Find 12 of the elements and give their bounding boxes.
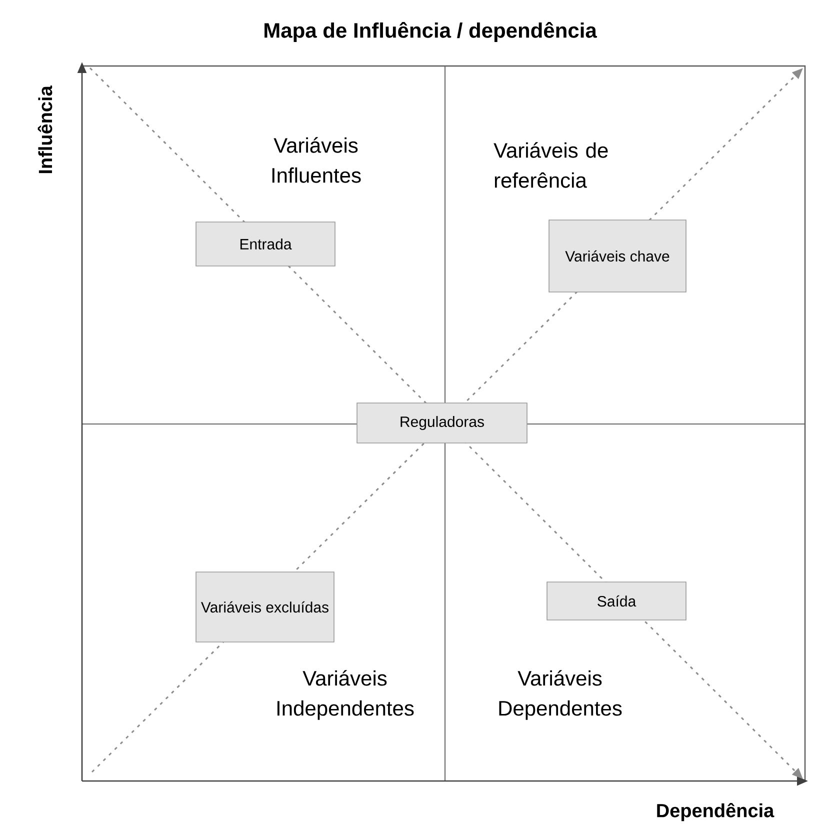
quadrant-label: Variáveis Influentes	[272, 137, 361, 183]
quadrant-label: Variáveis de referência	[494, 142, 608, 188]
quadrant-label: Variáveis Dependentes	[499, 670, 622, 720]
label-box: Variáveis excluídas	[196, 572, 334, 642]
label-box: Variáveis chave	[548, 220, 686, 292]
axis-label: Dependência	[657, 802, 774, 822]
label-box: Entrada	[196, 222, 336, 266]
quadrant-label: Variáveis Independentes	[277, 670, 414, 720]
title: Mapa de Influência / dependência	[264, 22, 598, 42]
label-box: Saída	[546, 582, 686, 620]
label-box: Reguladoras	[356, 402, 528, 444]
axis-label: Influência	[38, 86, 52, 174]
